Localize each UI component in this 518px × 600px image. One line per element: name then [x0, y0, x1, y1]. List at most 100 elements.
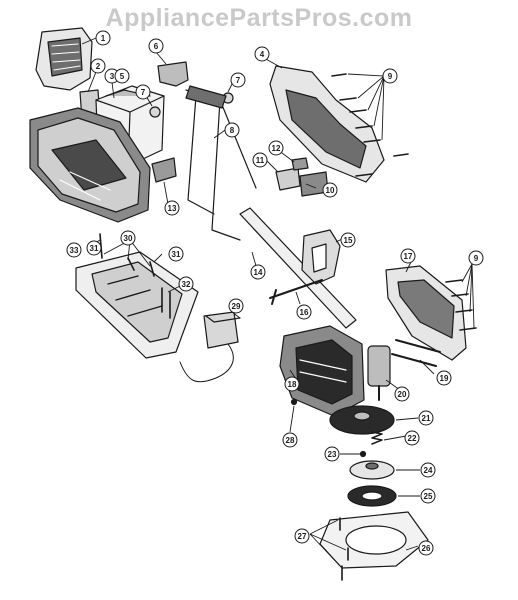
callout-label: 31	[90, 244, 99, 253]
callout-19: 19	[436, 370, 452, 386]
callout-circle	[420, 462, 436, 478]
callout-circle	[254, 46, 270, 62]
callout-label: 32	[182, 280, 191, 289]
callout-11: 11	[252, 152, 268, 168]
callout-label: 2	[96, 62, 101, 71]
callout-label: 14	[254, 268, 263, 277]
callout-circle	[382, 68, 398, 84]
callout-label: 1	[101, 34, 106, 43]
callout-9a: 9	[382, 68, 398, 84]
callout-circle	[228, 298, 244, 314]
callout-7b: 7	[230, 72, 246, 88]
callout-circle	[322, 182, 338, 198]
part-guard-screws	[339, 517, 349, 581]
callout-17: 17	[400, 248, 416, 264]
callout-2: 2	[90, 58, 106, 74]
callout-circle	[420, 488, 436, 504]
callout-circle	[400, 248, 416, 264]
callout-label: 33	[70, 246, 79, 255]
callout-13: 13	[164, 200, 180, 216]
callout-32: 32	[178, 276, 194, 292]
callout-label: 31	[172, 250, 181, 259]
callout-label: 7	[236, 76, 241, 85]
callout-label: 10	[326, 186, 335, 195]
part-spool-cap	[349, 460, 395, 480]
callout-label: 26	[422, 544, 431, 553]
callout-label: 8	[230, 126, 235, 135]
part-screw	[290, 398, 298, 406]
callout-14: 14	[250, 264, 266, 280]
callout-16: 16	[296, 304, 312, 320]
callout-6: 6	[148, 38, 164, 54]
part-screws-right	[445, 279, 477, 331]
part-motor	[367, 345, 391, 401]
part-battery-housing	[29, 107, 151, 223]
part-knob	[149, 106, 161, 118]
callout-circle	[230, 72, 246, 88]
callout-33: 33	[66, 242, 82, 258]
callout-label: 25	[424, 492, 433, 501]
callout-25: 25	[420, 488, 436, 504]
callout-label: 18	[288, 380, 297, 389]
part-spool	[347, 485, 397, 507]
callout-5: 5	[114, 68, 130, 84]
callout-circle	[404, 430, 420, 446]
part-screws-upper	[331, 73, 409, 177]
callout-label: 9	[474, 254, 479, 263]
callout-circle	[90, 58, 106, 74]
callout-label: 11	[256, 156, 265, 165]
callout-circle	[296, 304, 312, 320]
part-motor-housing	[279, 325, 365, 417]
callout-circle	[418, 540, 434, 556]
callout-15: 15	[340, 232, 356, 248]
callout-label: 13	[168, 204, 177, 213]
callout-4: 4	[254, 46, 270, 62]
callout-18: 18	[284, 376, 300, 392]
callout-label: 19	[440, 374, 449, 383]
callout-circle	[282, 432, 298, 448]
callout-circle	[66, 242, 82, 258]
callout-circle	[168, 246, 184, 262]
callout-circle	[436, 370, 452, 386]
callout-7a: 7	[135, 84, 151, 100]
callout-22: 22	[404, 430, 420, 446]
callout-layer: 1234567789910111213141516171819202122232…	[66, 30, 484, 556]
callout-circle	[135, 84, 151, 100]
callout-27: 27	[294, 528, 310, 544]
callout-24: 24	[420, 462, 436, 478]
part-clamp-half	[275, 167, 301, 191]
part-spring	[371, 431, 383, 445]
callout-circle	[340, 232, 356, 248]
callout-circle	[114, 68, 130, 84]
callout-29: 29	[228, 298, 244, 314]
callout-circle	[178, 276, 194, 292]
callout-12: 12	[268, 140, 284, 156]
part-bracket	[151, 157, 177, 183]
callout-label: 27	[298, 532, 307, 541]
part-switch-clip	[157, 61, 189, 87]
part-charger	[179, 311, 241, 383]
callout-label: 3	[110, 72, 115, 81]
callout-label: 28	[286, 436, 295, 445]
part-shaft-tube	[239, 207, 357, 329]
part-guard	[319, 511, 429, 569]
callout-26: 26	[418, 540, 434, 556]
callout-21: 21	[418, 410, 434, 426]
callout-circle	[86, 240, 102, 256]
callout-23: 23	[324, 446, 340, 462]
callout-label: 17	[404, 252, 413, 261]
part-motor-housing-half	[385, 265, 467, 361]
callout-circle	[284, 376, 300, 392]
callout-label: 24	[424, 466, 433, 475]
part-battery-cover	[35, 27, 93, 91]
callout-10: 10	[322, 182, 338, 198]
callout-1: 1	[95, 30, 111, 46]
part-fan	[329, 405, 395, 435]
part-retainer	[359, 450, 367, 458]
callout-circle	[468, 250, 484, 266]
callout-circle	[252, 152, 268, 168]
callout-label: 15	[344, 236, 353, 245]
callout-circle	[224, 122, 240, 138]
callout-20: 20	[394, 386, 410, 402]
